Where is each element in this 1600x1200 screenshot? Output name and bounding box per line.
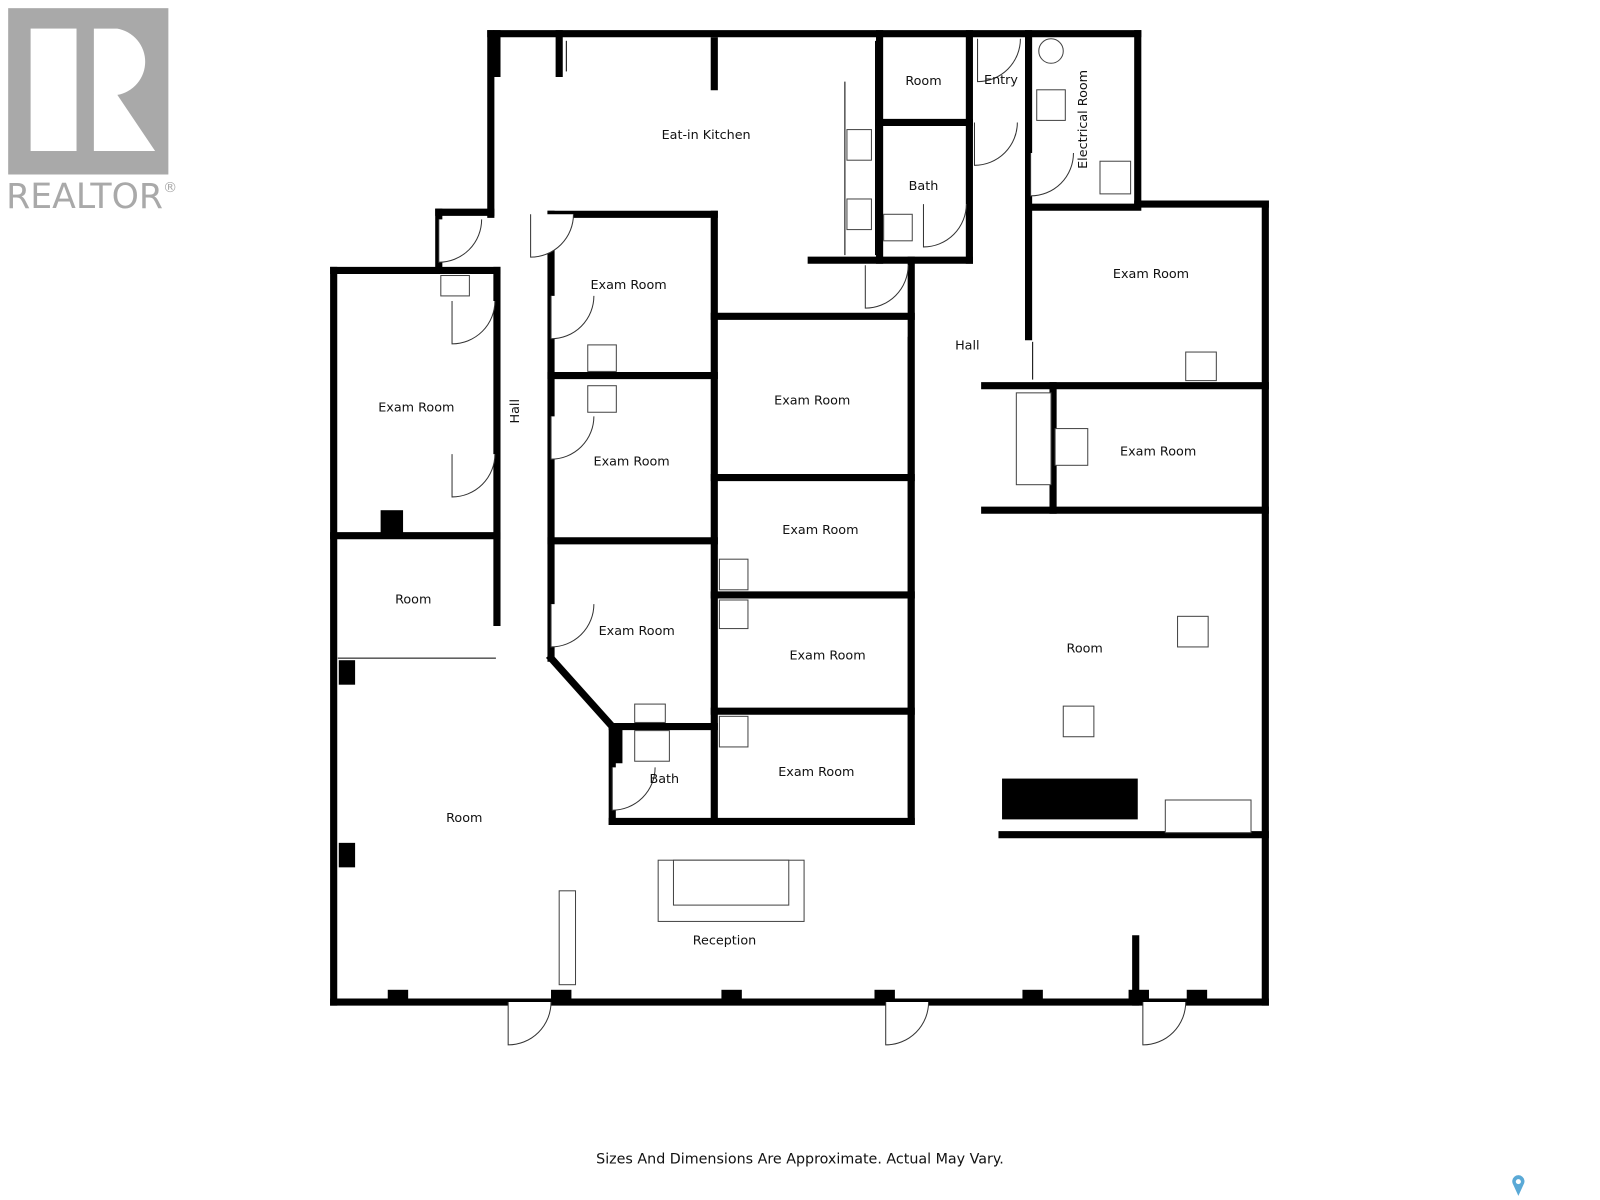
fixture [558,890,577,986]
fixture [587,385,617,413]
fixture [718,599,749,630]
fixture [634,703,666,723]
realtor-logo: REALTOR® [6,8,177,217]
door-swing [550,416,595,460]
column [338,842,356,868]
room-label-exam-c: Exam Room [599,624,675,639]
door-swing [530,214,574,258]
room-label-bath-top: Bath [909,179,939,194]
wall [545,653,618,732]
door-swing [973,122,1018,166]
location-pin-icon[interactable] [1512,1175,1525,1196]
room-label-hall-left: Hall [508,399,523,423]
mullion [1128,989,1149,1003]
fixture [587,344,617,372]
fixture [634,730,670,762]
door-swing [507,1002,552,1046]
fixture [672,859,790,906]
fixture [846,129,872,161]
room-label-exam-right1: Exam Room [1113,267,1189,282]
room-label-room-large-left: Room [446,811,482,826]
fixture [1036,89,1066,121]
room-label-electrical: Electrical Room [1076,70,1091,169]
door-swing [885,1002,930,1046]
room-label-entry: Entry [984,73,1018,88]
door-swing [550,604,595,648]
room-label-room-left: Room [395,593,431,608]
column [380,510,404,535]
mullion [1022,989,1043,1003]
door-swing [922,204,967,248]
room-label-room-top: Room [905,74,941,89]
door-swing [438,219,483,263]
counter-block [1002,778,1138,820]
fixture [1164,799,1252,834]
fixture [440,275,470,297]
fixture [1099,160,1132,195]
room-label-exam-right2: Exam Room [1120,445,1196,460]
room-label-exam-mid1: Exam Room [774,394,850,409]
door-swing [451,454,496,498]
room-label-exam-mid2: Exam Room [782,523,858,538]
fixture [883,213,913,242]
fixture [1185,351,1217,382]
disclaimer-text: Sizes And Dimensions Are Approximate. Ac… [596,1151,1004,1167]
fixture [718,715,749,748]
door-swing [864,265,909,309]
room-label-hall-right: Hall [955,338,980,353]
room-label-exam-b: Exam Room [594,455,670,470]
door-swing [1030,153,1074,197]
door-swing [611,767,656,811]
column [610,726,623,764]
room-label-exam-a: Exam Room [590,278,666,293]
door-swing [977,38,1021,83]
room-label-exam-left: Exam Room [378,401,454,416]
room-label-reception: Reception [693,933,757,948]
mullion [721,989,742,1003]
fixture [1062,705,1095,738]
room-label-bath-mid: Bath [649,772,679,787]
fixture [1015,392,1052,486]
fixtures [337,38,1252,1046]
mullion [1186,989,1208,1003]
electrical-panel-icon [1038,38,1064,64]
door-swing [550,295,595,340]
mullion [387,989,409,1003]
svg-text:REALTOR®: REALTOR® [6,177,177,217]
room-label-room-right: Room [1067,641,1103,656]
fixture [718,558,749,591]
door-swing [1142,1002,1187,1046]
column [338,660,356,685]
mullion [874,989,895,1003]
room-label-kitchen: Eat-in Kitchen [662,128,751,143]
walls [330,30,1269,1006]
mullion [551,989,572,1003]
room-label-exam-mid3: Exam Room [789,649,865,664]
room-label-exam-mid4: Exam Room [778,765,854,780]
fixture [846,198,872,231]
door-swing [451,301,496,345]
fixture [1054,428,1089,466]
fixture [1177,615,1209,648]
